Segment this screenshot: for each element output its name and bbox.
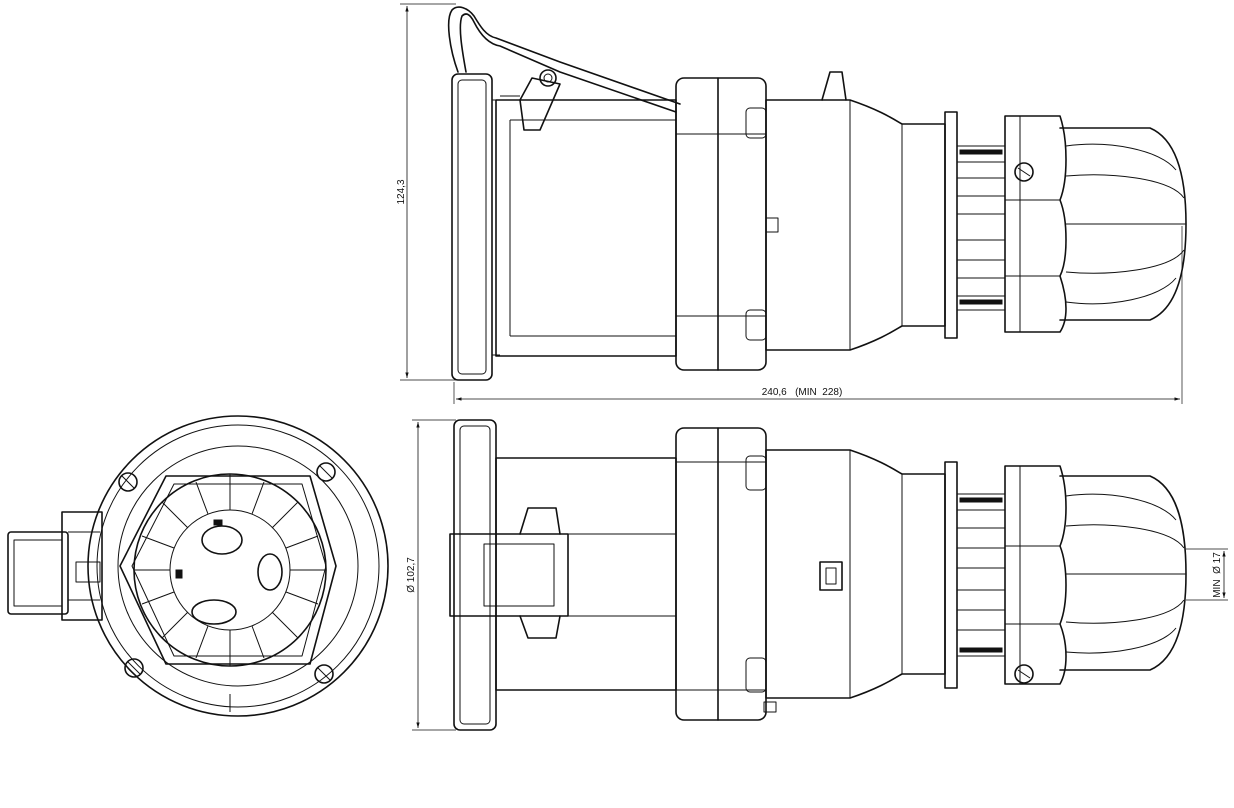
length-label: 240,6 (MIN 228) [762, 387, 843, 398]
lid-cover [447, 6, 681, 131]
gland-rings [956, 145, 1006, 311]
diameter-label: Ø 102,7 [406, 557, 417, 593]
dimension-cable: MIN Ø 17 [1186, 548, 1228, 601]
side-view [447, 6, 1187, 381]
face-ribs [134, 474, 326, 666]
dimension-length: 240,6 (MIN 228) [453, 226, 1183, 404]
dimension-diameter: Ø 102,7 [406, 419, 456, 731]
plan-view [449, 419, 1187, 731]
lid-latch [7, 511, 103, 621]
front-view [7, 415, 389, 717]
cable-label: MIN Ø 17 [1212, 552, 1223, 598]
mounting-screws [118, 462, 336, 684]
pin-holes [175, 519, 283, 625]
dimension-height: 124,3 [396, 3, 456, 381]
height-label: 124,3 [396, 179, 407, 204]
